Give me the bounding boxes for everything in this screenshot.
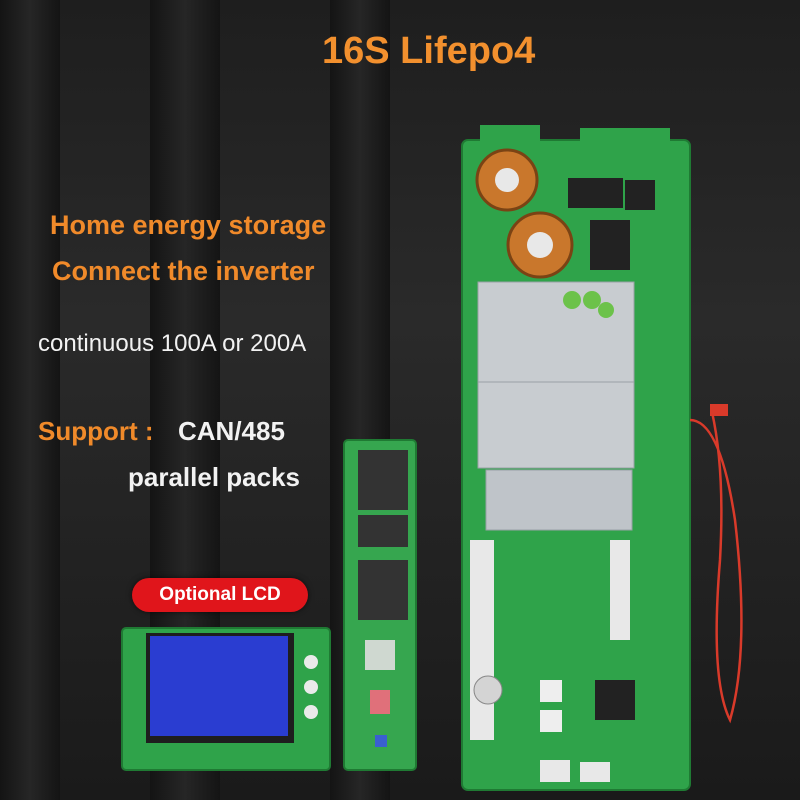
feature-home-storage: Home energy storage [50, 210, 327, 240]
support-label: Support : [38, 416, 154, 446]
optional-lcd-badge: Optional LCD [132, 578, 308, 612]
feature-continuous-current: continuous 100A or 200A [38, 330, 307, 357]
parallel-packs: parallel packs [128, 462, 300, 492]
communication-board [343, 439, 417, 771]
product-title: 16S Lifepo4 [322, 30, 536, 72]
support-protocols: CAN/485 [178, 416, 285, 446]
feature-inverter: Connect the inverter [52, 256, 315, 286]
background-panel-left [0, 0, 60, 800]
bms-main-board [461, 125, 743, 791]
lcd-board [121, 627, 331, 771]
